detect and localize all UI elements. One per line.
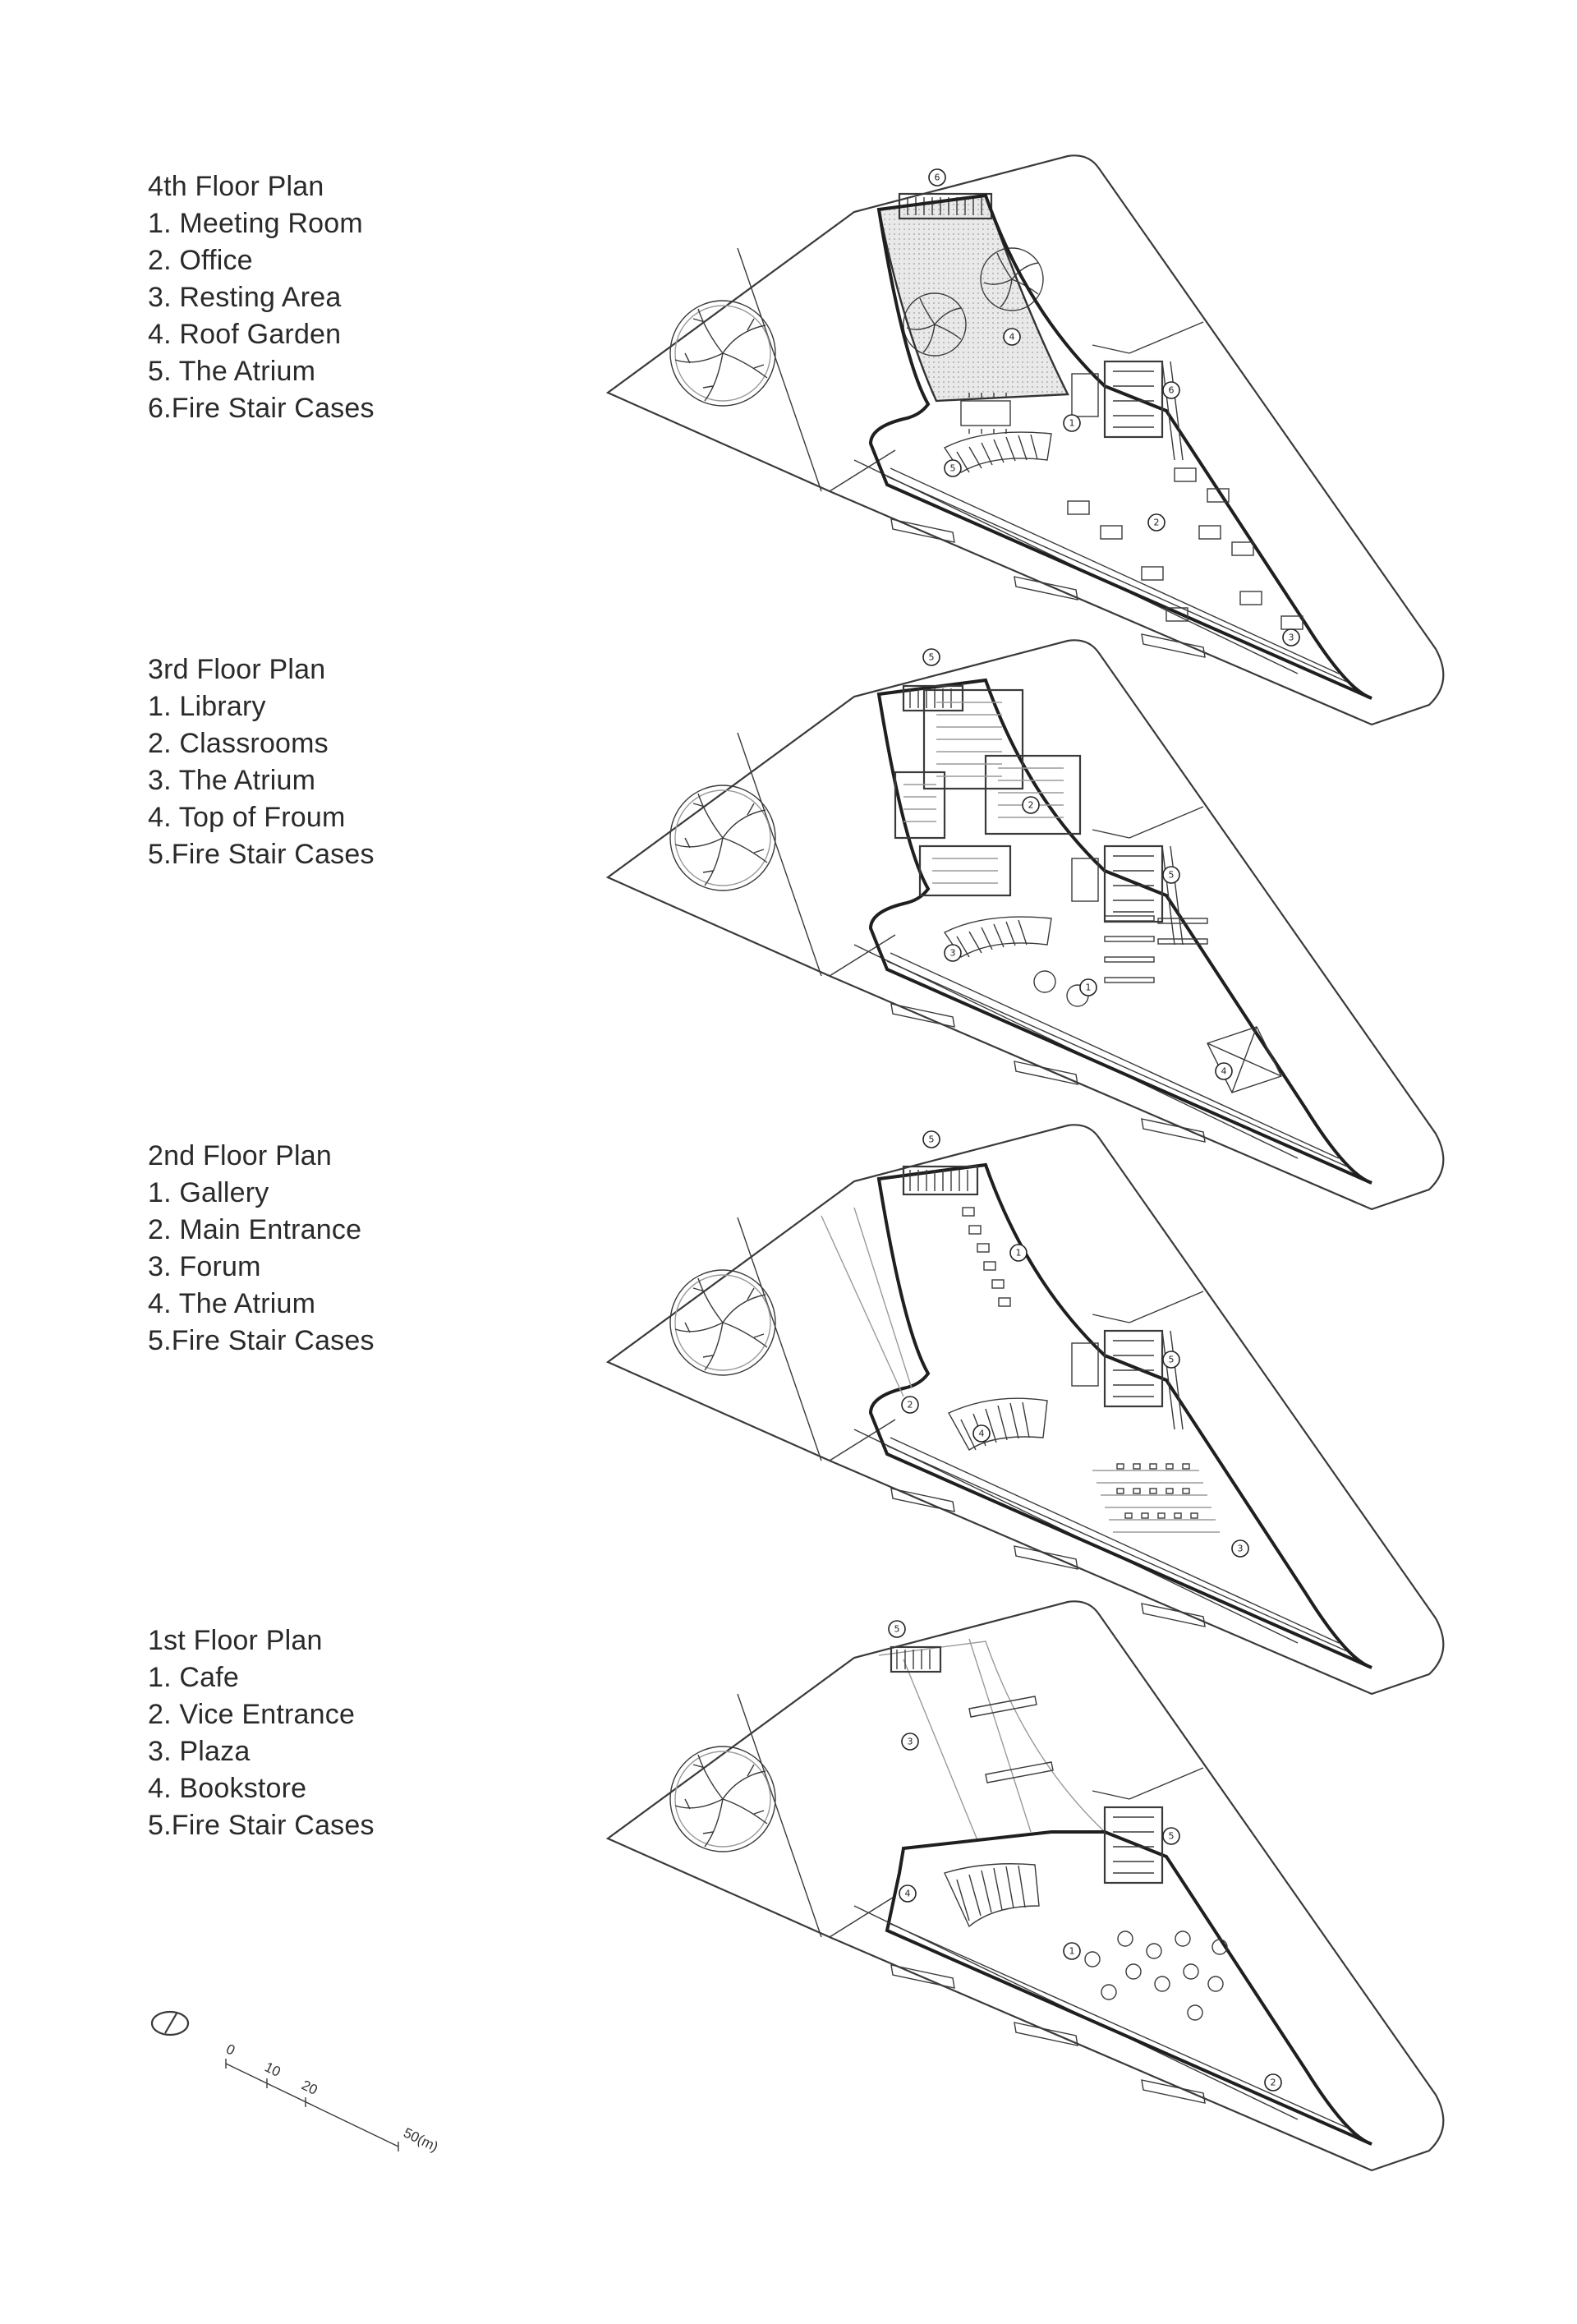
room-number-marker: 2 bbox=[1022, 796, 1040, 814]
legend-item: 3. Plaza bbox=[148, 1736, 251, 1767]
legend-item: 2. Office bbox=[148, 245, 253, 276]
svg-text:2: 2 bbox=[1028, 800, 1034, 811]
svg-text:4: 4 bbox=[979, 1429, 985, 1439]
legend-item: 5.Fire Stair Cases bbox=[148, 1325, 375, 1356]
svg-text:3: 3 bbox=[908, 1737, 913, 1747]
svg-text:3: 3 bbox=[1238, 1544, 1244, 1554]
legend-item: 6.Fire Stair Cases bbox=[148, 393, 375, 424]
svg-text:5: 5 bbox=[929, 652, 935, 663]
svg-text:4: 4 bbox=[1221, 1066, 1227, 1077]
svg-text:5: 5 bbox=[1169, 1831, 1175, 1842]
room-number-marker: 5 bbox=[922, 1130, 940, 1148]
svg-text:3: 3 bbox=[950, 948, 956, 959]
room-number-marker: 4 bbox=[1215, 1062, 1233, 1080]
svg-text:2: 2 bbox=[1154, 518, 1160, 528]
scale-label-50m: 50(m) bbox=[401, 2125, 440, 2156]
room-number-marker: 5 bbox=[1162, 866, 1180, 884]
legend-item: 4. The Atrium bbox=[148, 1288, 316, 1319]
svg-text:5: 5 bbox=[1169, 870, 1175, 881]
legend-item: 3. Forum bbox=[148, 1251, 261, 1282]
room-number-marker: 2 bbox=[1147, 513, 1166, 532]
plan-4th-floor: 6 6 4 1 2 5 3 bbox=[606, 154, 1445, 726]
svg-text:5: 5 bbox=[950, 463, 956, 474]
room-number-marker: 5 bbox=[1162, 1351, 1180, 1369]
legend-item: 1. Meeting Room bbox=[148, 208, 363, 239]
room-number-marker: 5 bbox=[922, 648, 940, 666]
legend-item: 2. Classrooms bbox=[148, 728, 329, 759]
floor-title: 3rd Floor Plan bbox=[148, 654, 326, 685]
legend-item: 4. Roof Garden bbox=[148, 319, 342, 350]
room-number-marker: 4 bbox=[1003, 328, 1021, 346]
svg-text:6: 6 bbox=[935, 173, 940, 183]
room-number-marker: 3 bbox=[1231, 1539, 1249, 1558]
room-number-marker: 2 bbox=[1264, 2073, 1282, 2092]
legend-item: 4. Top of Froum bbox=[148, 802, 346, 833]
room-number-marker: 4 bbox=[972, 1424, 991, 1443]
room-number-marker: 3 bbox=[1282, 628, 1300, 647]
svg-text:1: 1 bbox=[1069, 1946, 1075, 1957]
plan-3rd-floor: 5 5 2 1 3 4 bbox=[606, 639, 1445, 1211]
legend-item: 5. The Atrium bbox=[148, 356, 316, 387]
room-number-marker: 3 bbox=[944, 944, 962, 962]
svg-text:5: 5 bbox=[894, 1624, 900, 1635]
legend-1st-floor: 1st Floor Plan 1. Cafe 2. Vice Entrance … bbox=[148, 1622, 608, 1844]
scale-label-0: 0 bbox=[223, 2041, 237, 2059]
svg-text:5: 5 bbox=[929, 1134, 935, 1145]
room-number-marker: 5 bbox=[888, 1620, 906, 1638]
legend-item: 1. Gallery bbox=[148, 1177, 269, 1208]
scale-label-10: 10 bbox=[262, 2059, 283, 2080]
svg-text:5: 5 bbox=[1169, 1355, 1175, 1365]
room-number-marker: 5 bbox=[1162, 1827, 1180, 1845]
legend-3rd-floor: 3rd Floor Plan 1. Library 2. Classrooms … bbox=[148, 651, 608, 873]
legend-item: 3. Resting Area bbox=[148, 282, 342, 313]
legend-item: 1. Library bbox=[148, 691, 266, 722]
legend-item: 3. The Atrium bbox=[148, 765, 316, 796]
room-number-marker: 1 bbox=[1063, 1942, 1081, 1960]
scale-label-20: 20 bbox=[299, 2078, 320, 2098]
svg-text:2: 2 bbox=[1271, 2078, 1276, 2088]
legend-item: 1. Cafe bbox=[148, 1662, 240, 1693]
svg-text:4: 4 bbox=[1009, 332, 1015, 343]
svg-text:2: 2 bbox=[908, 1400, 913, 1411]
svg-text:1: 1 bbox=[1069, 418, 1075, 429]
room-number-marker: 1 bbox=[1079, 978, 1097, 996]
room-number-marker: 5 bbox=[944, 459, 962, 477]
svg-text:6: 6 bbox=[1169, 385, 1175, 396]
floor-title: 1st Floor Plan bbox=[148, 1625, 323, 1656]
floor-title: 4th Floor Plan bbox=[148, 171, 324, 202]
plan-1st-floor: 5 5 3 1 4 2 bbox=[606, 1600, 1445, 2172]
floor-title: 2nd Floor Plan bbox=[148, 1140, 332, 1171]
svg-text:3: 3 bbox=[1289, 633, 1294, 643]
scale-bar: 0 10 20 50(m) bbox=[223, 2041, 440, 2156]
svg-text:1: 1 bbox=[1086, 983, 1092, 993]
plan-2nd-floor: 5 5 1 2 4 3 bbox=[606, 1124, 1445, 1696]
room-number-marker: 1 bbox=[1009, 1244, 1028, 1262]
legend-item: 2. Vice Entrance bbox=[148, 1699, 356, 1730]
room-number-marker: 3 bbox=[901, 1733, 919, 1751]
room-number-marker: 2 bbox=[901, 1396, 919, 1414]
room-number-marker: 1 bbox=[1063, 414, 1081, 432]
room-number-marker: 6 bbox=[928, 168, 946, 186]
legend-item: 4. Bookstore bbox=[148, 1773, 307, 1804]
room-number-marker: 4 bbox=[899, 1885, 917, 1903]
legend-item: 5.Fire Stair Cases bbox=[148, 1810, 375, 1841]
svg-text:1: 1 bbox=[1016, 1248, 1022, 1259]
legend-4th-floor: 4th Floor Plan 1. Meeting Room 2. Office… bbox=[148, 168, 608, 427]
north-arrow-icon bbox=[150, 2010, 190, 2036]
legend-item: 2. Main Entrance bbox=[148, 1214, 362, 1245]
svg-text:4: 4 bbox=[905, 1889, 911, 1899]
legend-2nd-floor: 2nd Floor Plan 1. Gallery 2. Main Entran… bbox=[148, 1138, 608, 1360]
room-number-marker: 6 bbox=[1162, 381, 1180, 399]
legend-item: 5.Fire Stair Cases bbox=[148, 839, 375, 870]
